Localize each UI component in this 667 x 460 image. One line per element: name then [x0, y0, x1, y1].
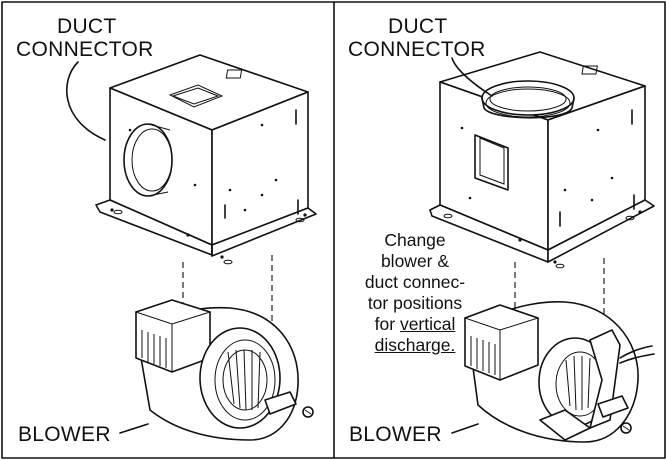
left-duct-label-line2: CONNECTOR	[16, 38, 154, 61]
right-duct-label-line1: DUCT	[388, 15, 448, 38]
left-duct-connector	[123, 123, 173, 197]
note-line-1: Change	[384, 230, 446, 250]
note-for: for	[374, 314, 396, 334]
right-duct-label-line2: CONNECTOR	[348, 38, 486, 61]
discharge-note: Change blower & duct connec- tor positio…	[345, 230, 485, 356]
note-line-3: duct connec-	[364, 272, 466, 292]
note-line-2: blower &	[380, 251, 450, 271]
right-duct-connector	[481, 80, 575, 119]
note-vertical: vertical	[399, 314, 456, 334]
left-duct-label-line1: DUCT	[57, 15, 117, 38]
note-discharge: discharge.	[374, 335, 456, 355]
left-blower-leader	[119, 423, 149, 434]
right-blower-label: BLOWER	[349, 423, 442, 446]
right-blower-leader	[451, 423, 479, 434]
left-blower	[134, 299, 314, 441]
note-line-5: for vertical	[345, 314, 485, 335]
left-blower-label: BLOWER	[18, 423, 111, 446]
left-duct-leader	[66, 61, 106, 141]
right-duct-leader	[451, 57, 493, 97]
right-blower	[463, 301, 655, 443]
note-line-4: tor positions	[367, 293, 463, 313]
